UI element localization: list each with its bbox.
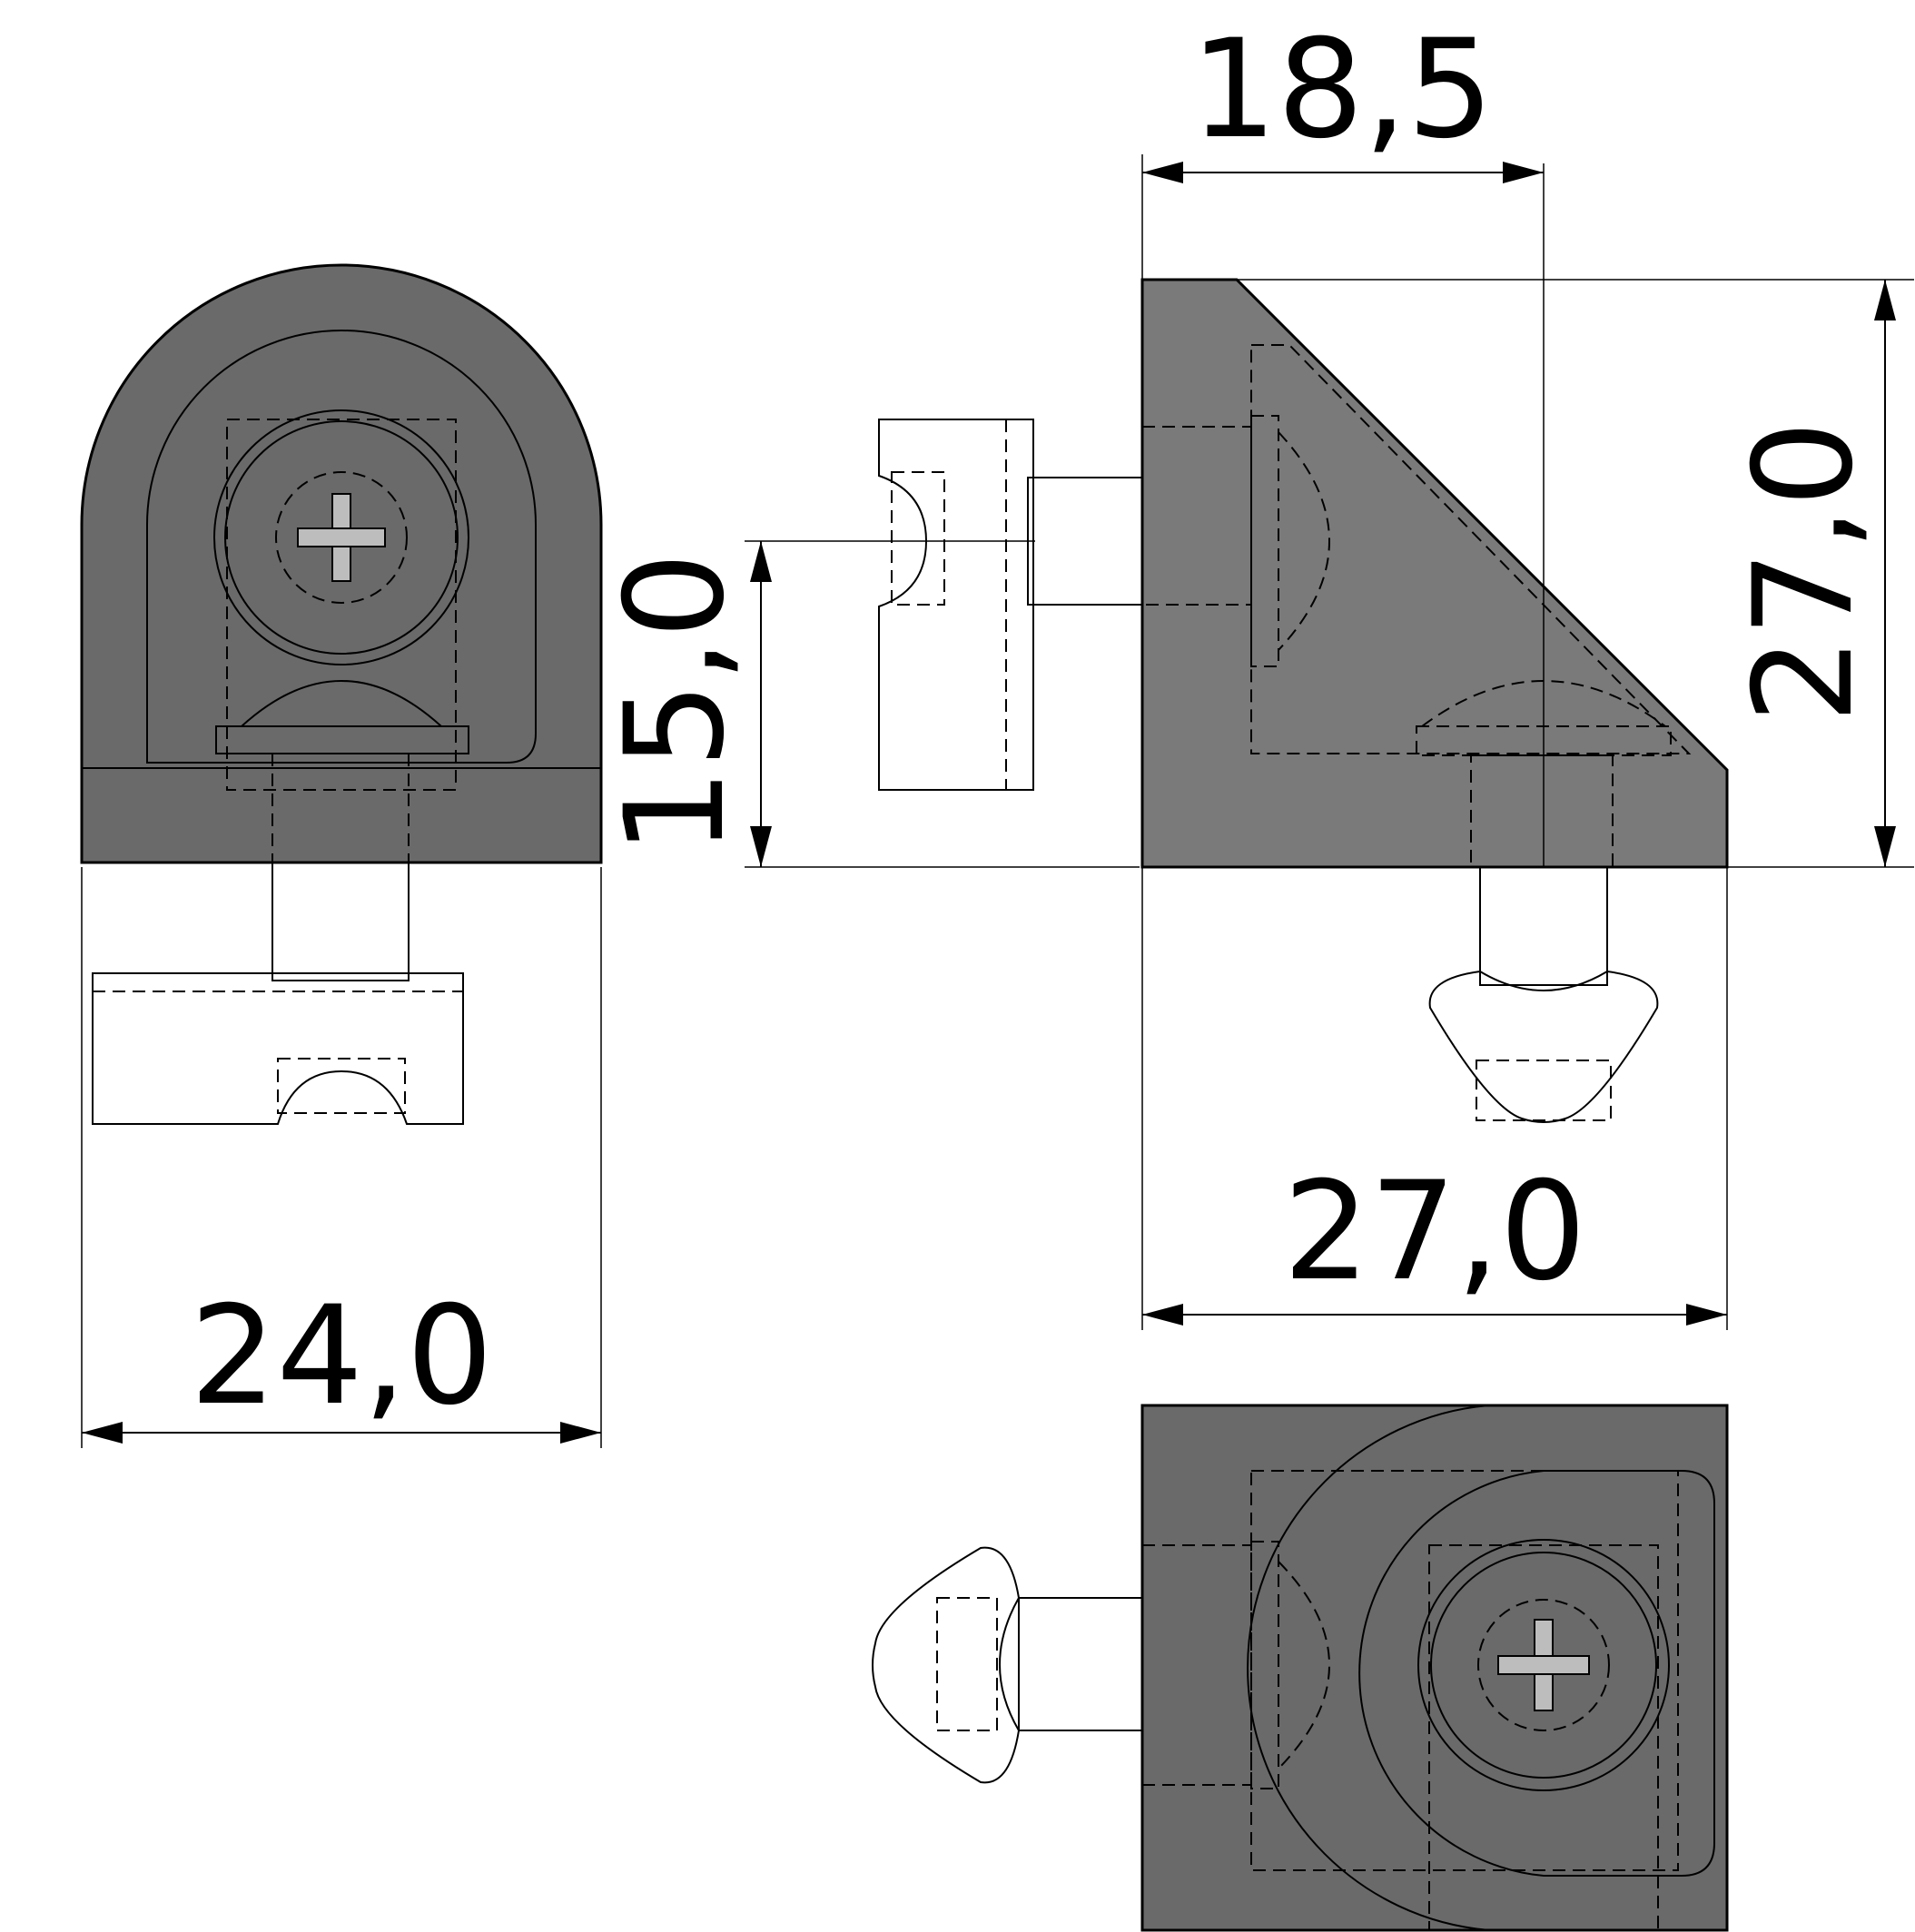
arrow-left-icon	[1142, 1304, 1183, 1326]
arrow-down-icon	[750, 826, 772, 867]
top-view-screw-ring	[1430, 1552, 1657, 1779]
dimension-right-height: 27,0	[1725, 280, 1896, 867]
arrow-right-icon	[560, 1422, 601, 1444]
top-view-hidden-outline	[1250, 1470, 1679, 1871]
dimension-text-top-width: 18,5	[1190, 11, 1494, 169]
dimension-text-right-height: 27,0	[1725, 420, 1883, 724]
top-view-pin-shaft	[1018, 1597, 1143, 1731]
side-view-t-nut	[878, 419, 1034, 791]
side-view-spring-head	[1428, 970, 1659, 1123]
front-view-inner-arch	[146, 330, 537, 764]
front-view-pin-shaft	[271, 862, 410, 981]
top-view-spring-head	[872, 1546, 1021, 1784]
dimension-text-left-height: 15,0	[597, 552, 755, 855]
side-view	[878, 154, 1914, 1330]
arrow-up-icon	[750, 541, 772, 582]
arrow-left-icon	[1142, 162, 1183, 183]
front-view-washer	[215, 725, 469, 754]
side-view-washer	[1250, 415, 1279, 667]
top-view-hidden-dome	[1278, 1561, 1330, 1769]
arrow-up-icon	[1874, 280, 1896, 320]
arrow-right-icon	[1503, 162, 1544, 183]
front-view-dome	[239, 680, 444, 727]
side-view-dome-horizontal	[1278, 431, 1330, 651]
side-view-body	[1140, 278, 1729, 869]
front-view-screw-ring	[224, 420, 459, 655]
top-view-screw-head	[1417, 1539, 1670, 1791]
top-view-screw-hidden-ring	[1477, 1599, 1610, 1731]
side-view-hidden-head	[1476, 1060, 1612, 1121]
top-view	[872, 1404, 1729, 1932]
dimension-left-height: 15,0	[597, 540, 1140, 868]
front-view-cross-recess-icon	[297, 493, 386, 582]
front-view-hidden-notch	[277, 1058, 406, 1114]
arrow-right-icon	[1686, 1304, 1727, 1326]
front-view-screw-head	[213, 409, 469, 665]
top-view-hidden-slot	[1428, 1544, 1659, 1931]
top-view-hidden-head	[936, 1597, 998, 1731]
side-view-pin-horizontal	[1027, 477, 1143, 606]
top-view-cross-recess-icon	[1497, 1619, 1590, 1711]
dimension-top-width: 18,5	[1142, 11, 1544, 183]
front-view-screw-hidden-ring	[275, 471, 408, 604]
top-view-inner-region	[1358, 1470, 1715, 1877]
dimension-text-middle-width: 27,0	[1283, 1153, 1586, 1311]
side-view-hidden-notch	[891, 471, 945, 606]
arrow-down-icon	[1874, 826, 1896, 867]
side-view-pin-vertical	[1479, 866, 1608, 986]
arrow-left-icon	[82, 1422, 123, 1444]
top-view-hidden-washer	[1250, 1541, 1279, 1789]
side-view-hidden-outline	[1250, 344, 1692, 754]
dimension-middle-width: 27,0	[1142, 1153, 1727, 1326]
front-view	[80, 263, 603, 1448]
dimension-text-left-width: 24,0	[190, 1277, 493, 1435]
top-view-body	[1140, 1404, 1729, 1932]
top-view-arc	[1247, 1405, 1728, 1931]
dimension-left-width: 24,0	[82, 1277, 601, 1444]
